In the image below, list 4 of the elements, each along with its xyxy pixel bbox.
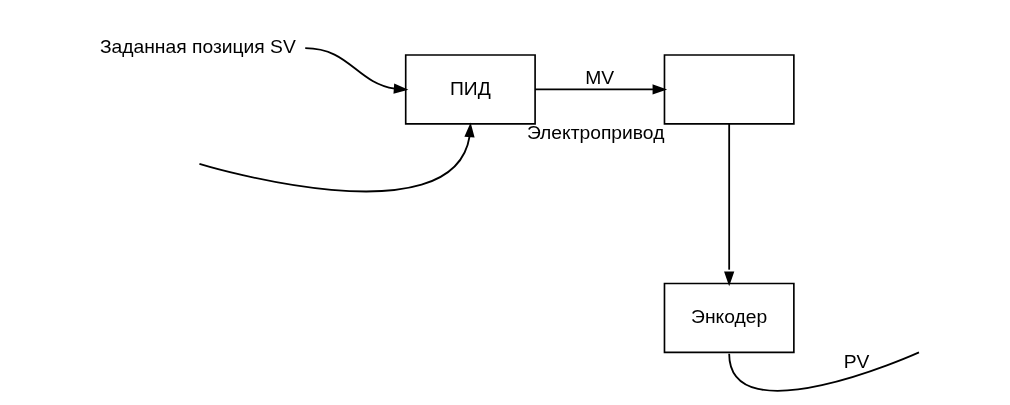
edge-label: PV	[843, 350, 869, 372]
edge-label: MV	[584, 67, 614, 89]
node-label: Электропривод	[526, 122, 664, 144]
node-text: Заданная позиция SV	[99, 36, 296, 58]
